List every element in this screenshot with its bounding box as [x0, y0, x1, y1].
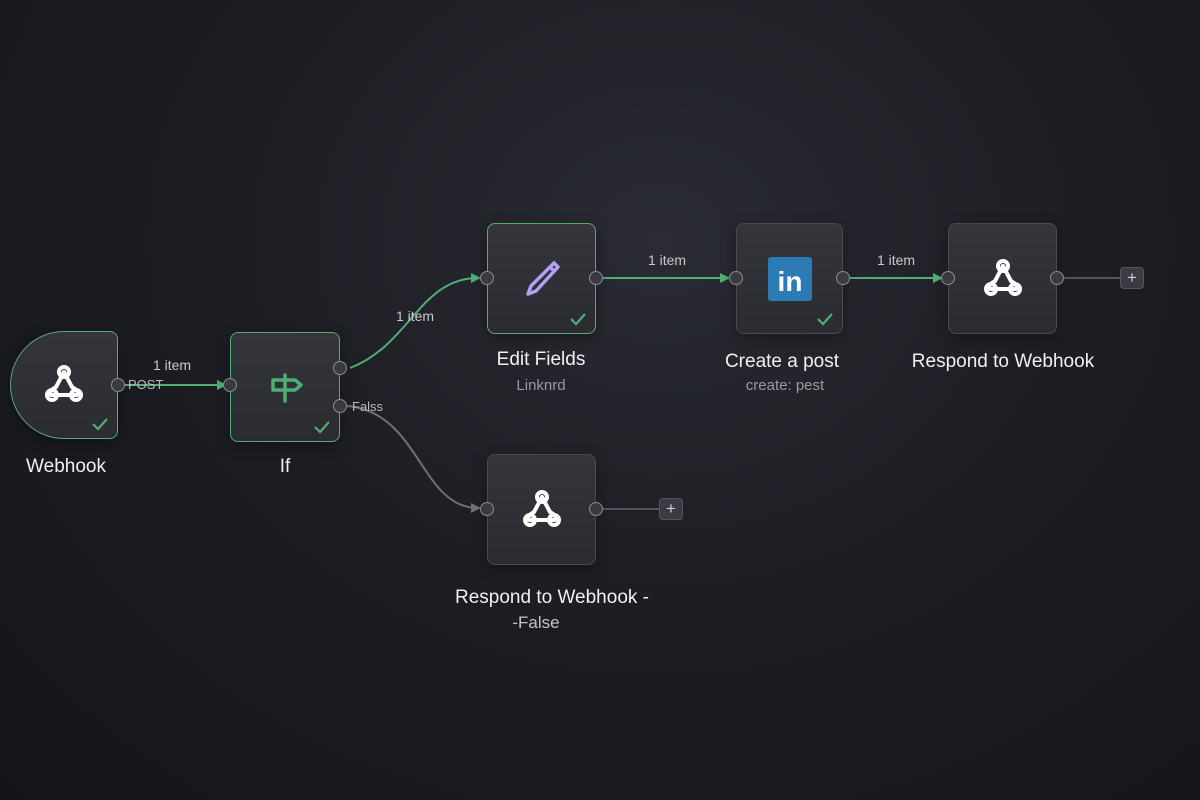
success-check-icon — [816, 311, 834, 327]
add-node-button[interactable]: + — [1120, 267, 1144, 289]
node-title-webhook: Webhook — [26, 456, 106, 477]
node-respond-to-webhook[interactable] — [948, 223, 1057, 334]
webhook-output-label: POST — [128, 377, 164, 392]
webhook-icon — [977, 253, 1029, 305]
linkedin-logo-text: in — [777, 266, 802, 297]
edge-label-if-edit: 1 item — [395, 308, 435, 324]
node-respond-to-webhook-false[interactable] — [487, 454, 596, 565]
node-edit-fields[interactable] — [487, 223, 596, 334]
node-webhook[interactable] — [10, 331, 118, 439]
webhook-icon — [516, 484, 568, 536]
edge-label-create-respond: 1 item — [876, 252, 916, 268]
node-subtitle-respond-to-webhook-false: -False — [512, 613, 560, 632]
node-subtitle-edit-fields: Linknrd — [516, 377, 566, 394]
create-post-input-handle[interactable] — [729, 271, 743, 285]
create-post-output-handle[interactable] — [836, 271, 850, 285]
webhook-output-handle[interactable] — [111, 378, 125, 392]
node-title-respond-to-webhook: Respond to Webhook — [911, 351, 1095, 372]
respond-output-handle[interactable] — [1050, 271, 1064, 285]
if-false-output-label: Falss — [352, 399, 384, 414]
edge-if-false-to-respond-false[interactable] — [346, 405, 481, 513]
edge-label-edit-create: 1 item — [647, 252, 687, 268]
edge-label-webhook-if: 1 item — [152, 357, 192, 373]
node-if[interactable] — [230, 332, 340, 442]
add-node-button-false[interactable]: + — [659, 498, 683, 520]
edge-if-to-edit-fields[interactable] — [349, 273, 481, 369]
success-check-icon — [91, 416, 109, 432]
respond-false-output-handle[interactable] — [589, 502, 603, 516]
node-title-create-post: Create a post — [724, 351, 840, 372]
respond-false-input-handle[interactable] — [480, 502, 494, 516]
respond-input-handle[interactable] — [941, 271, 955, 285]
webhook-icon — [38, 359, 90, 411]
node-subtitle-create-post: create: pest — [745, 377, 825, 394]
linkedin-icon: in — [764, 253, 816, 305]
node-title-if: If — [279, 456, 291, 477]
if-true-output-handle[interactable] — [333, 361, 347, 375]
edit-fields-output-handle[interactable] — [589, 271, 603, 285]
pencil-icon — [516, 253, 568, 305]
node-title-respond-to-webhook-false: Respond to Webhook - — [455, 587, 649, 608]
if-input-handle[interactable] — [223, 378, 237, 392]
success-check-icon — [313, 419, 331, 435]
edit-fields-input-handle[interactable] — [480, 271, 494, 285]
success-check-icon — [569, 311, 587, 327]
if-false-output-handle[interactable] — [333, 399, 347, 413]
node-create-post[interactable]: in — [736, 223, 843, 334]
signpost-icon — [259, 361, 311, 413]
node-title-edit-fields: Edit Fields — [496, 349, 586, 370]
